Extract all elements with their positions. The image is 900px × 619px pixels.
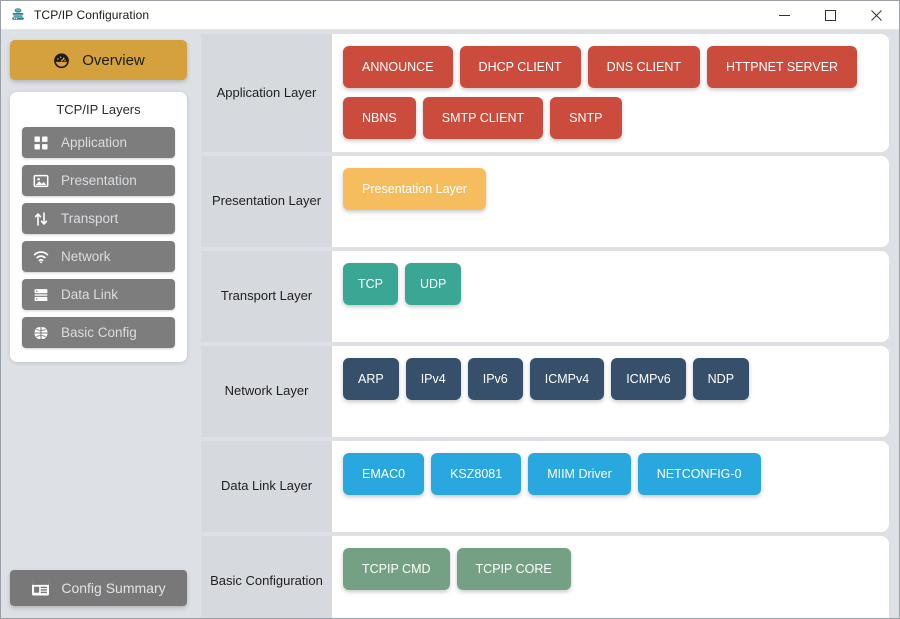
overview-label: Overview [82, 51, 145, 69]
sidebar-item-transport[interactable]: Transport [22, 203, 175, 234]
layer-row-label: Basic Configuration [201, 536, 332, 618]
image-icon [33, 174, 49, 187]
layer-row-label: Presentation Layer [201, 156, 332, 247]
protocol-chip[interactable]: DNS CLIENT [587, 46, 700, 88]
sidebar-item-label: Network [61, 249, 111, 264]
protocol-chip[interactable]: NETCONFIG-0 [637, 453, 761, 495]
sidebar-item-presentation[interactable]: Presentation [22, 165, 175, 196]
layer-row: Presentation Layer Presentation Layer [201, 156, 889, 247]
sidebar-item-label: Presentation [61, 173, 137, 188]
minimize-button[interactable] [761, 1, 807, 29]
close-button[interactable] [853, 1, 899, 29]
config-summary-label: Config Summary [61, 580, 166, 596]
window-body: Overview TCP/IP Layers Application [1, 30, 899, 618]
layer-row: Application Layer ANNOUNCE DHCP CLIENT D… [201, 34, 889, 152]
overview-button[interactable]: Overview [10, 40, 187, 80]
protocol-chip[interactable]: TCPIP CMD [343, 548, 450, 590]
layer-row-label-text: Data Link Layer [220, 478, 313, 494]
layer-row-label-text: Presentation Layer [211, 193, 322, 209]
sidebar-item-data-link[interactable]: Data Link [22, 279, 175, 310]
maximize-icon [824, 9, 836, 21]
protocol-chip[interactable]: ICMPv6 [611, 358, 686, 400]
window-title: TCP/IP Configuration [34, 8, 150, 22]
sidebar-item-label: Data Link [61, 287, 119, 302]
layer-row-label: Data Link Layer [201, 441, 332, 532]
globe-icon [33, 325, 49, 340]
protocol-chip[interactable]: IPv4 [405, 358, 461, 400]
layer-row-chips: ARP IPv4 IPv6 ICMPv4 ICMPv6 NDP [332, 346, 889, 437]
layer-row-label-text: Network Layer [224, 383, 309, 399]
sidebar-spacer [10, 362, 187, 570]
server-icon [34, 288, 48, 301]
layer-row-label: Transport Layer [201, 251, 332, 342]
window-controls [761, 1, 899, 29]
protocol-chip[interactable]: KSZ8081 [431, 453, 522, 495]
protocol-chip[interactable]: ANNOUNCE [343, 46, 453, 88]
minimize-icon [778, 14, 790, 16]
sidebar-item-label: Application [61, 135, 128, 150]
protocol-chip[interactable]: MIIM Driver [528, 453, 631, 495]
config-summary-button[interactable]: Config Summary [10, 570, 187, 606]
protocol-chip[interactable]: EMAC0 [343, 453, 425, 495]
protocol-chip[interactable]: ICMPv4 [529, 358, 605, 400]
protocol-chip[interactable]: TCP [343, 263, 398, 305]
dashboard-icon [54, 52, 70, 68]
layer-row-chips: TCP UDP [332, 251, 889, 342]
layer-row-label-text: Basic Configuration [210, 573, 323, 589]
window-list-icon [32, 581, 50, 595]
tcpip-layers-card: TCP/IP Layers Application [10, 92, 187, 362]
protocol-chip[interactable]: SMTP CLIENT [422, 97, 544, 139]
layer-row: Network Layer ARP IPv4 IPv6 ICMPv4 ICMPv… [201, 346, 889, 437]
layer-row: Transport Layer TCP UDP [201, 251, 889, 342]
app-globe-icon [12, 8, 24, 20]
sidebar: Overview TCP/IP Layers Application [1, 30, 196, 618]
maximize-button[interactable] [807, 1, 853, 29]
sidebar-item-basic-config[interactable]: Basic Config [22, 317, 175, 348]
protocol-chip[interactable]: ARP [343, 358, 399, 400]
sidebar-item-application[interactable]: Application [22, 127, 175, 158]
main-content-area: Application Layer ANNOUNCE DHCP CLIENT D… [196, 30, 899, 618]
protocol-chip[interactable]: SNTP [550, 97, 622, 139]
sidebar-item-label: Transport [61, 211, 119, 226]
sidebar-item-label: Basic Config [61, 325, 137, 340]
protocol-chip[interactable]: HTTPNET SERVER [707, 46, 858, 88]
layer-row: Data Link Layer EMAC0 KSZ8081 MIIM Drive… [201, 441, 889, 532]
sidebar-item-network[interactable]: Network [22, 241, 175, 272]
layer-row-chips: TCPIP CMD TCPIP CORE [332, 536, 889, 618]
protocol-chip[interactable]: IPv6 [467, 358, 523, 400]
layer-row-chips: EMAC0 KSZ8081 MIIM Driver NETCONFIG-0 [332, 441, 889, 532]
layer-row-label-text: Application Layer [216, 84, 317, 100]
layer-row-chips: Presentation Layer [332, 156, 889, 247]
layers-card-title: TCP/IP Layers [56, 102, 141, 117]
protocol-chip[interactable]: TCPIP CORE [456, 548, 571, 590]
layer-row-label-text: Transport Layer [220, 288, 313, 304]
close-icon [870, 9, 882, 21]
grid-icon [34, 136, 48, 149]
arrows-updown-icon [34, 211, 48, 226]
layer-row-chips: ANNOUNCE DHCP CLIENT DNS CLIENT HTTPNET … [332, 34, 889, 152]
layer-row: Basic Configuration TCPIP CMD TCPIP CORE [201, 536, 889, 618]
protocol-chip[interactable]: Presentation Layer [343, 168, 486, 210]
layers-scroll-container[interactable]: Application Layer ANNOUNCE DHCP CLIENT D… [201, 34, 889, 618]
title-bar: TCP/IP Configuration [1, 1, 899, 30]
layer-row-label: Application Layer [201, 34, 332, 152]
protocol-chip[interactable]: UDP [405, 263, 462, 305]
protocol-chip[interactable]: NBNS [343, 97, 416, 139]
protocol-chip[interactable]: NDP [692, 358, 750, 400]
layer-row-label: Network Layer [201, 346, 332, 437]
protocol-chip[interactable]: DHCP CLIENT [459, 46, 581, 88]
wifi-icon [33, 250, 49, 263]
